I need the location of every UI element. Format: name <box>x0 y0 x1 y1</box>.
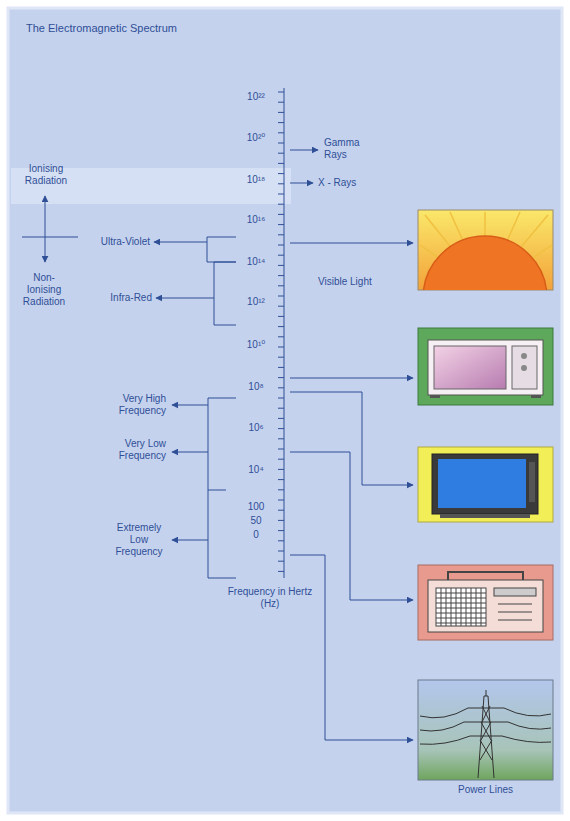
frequency-value: 10¹⁰ <box>238 339 274 351</box>
double-arrow <box>45 196 46 262</box>
region-label: Non-Ionising Radiation <box>18 272 70 308</box>
band-label: Ultra-Violet <box>80 236 150 248</box>
scale-ruler <box>284 88 285 578</box>
frequency-value: 10⁴ <box>238 464 274 476</box>
band-label: Visible Light <box>318 276 372 288</box>
leader-arrow <box>156 298 214 299</box>
frequency-value: 10⁶ <box>238 422 274 434</box>
frequency-value: 10²⁰ <box>238 132 274 144</box>
band-label: X - Rays <box>318 177 356 189</box>
frequency-value: 10¹⁶ <box>238 214 274 226</box>
frequency-value: 10⁸ <box>238 381 274 393</box>
band-label: Infra-Red <box>90 292 152 304</box>
picture-caption: Power Lines <box>418 784 553 796</box>
band-label: Very Low Frequency <box>100 438 166 462</box>
axis-caption: Frequency in Hertz (Hz) <box>226 586 314 610</box>
microwave-picture <box>418 328 553 405</box>
pylon-picture <box>418 680 553 780</box>
leader-arrow <box>290 452 413 600</box>
leader-arrow <box>172 405 208 406</box>
leader-arrow <box>290 243 413 244</box>
band-label: Extremely Low Frequency <box>110 522 168 558</box>
leader-arrow <box>290 392 413 485</box>
frequency-value: 0 <box>238 529 274 541</box>
band-label: Gamma Rays <box>324 137 370 161</box>
region-label: Ionising Radiation <box>15 163 77 187</box>
leader-arrow <box>290 555 413 740</box>
diagram-title: The Electromagnetic Spectrum <box>26 22 177 34</box>
frequency-value: 10¹⁸ <box>238 174 274 186</box>
background-panel <box>8 8 562 813</box>
leader-arrow <box>172 540 208 541</box>
picture-panel: Power Lines <box>418 680 553 796</box>
radio-picture <box>418 565 553 640</box>
leader-arrow <box>290 183 313 184</box>
bracket-tick <box>208 490 226 491</box>
scale-ticks <box>278 92 284 571</box>
frequency-value: 10¹⁴ <box>238 256 274 268</box>
divider-line <box>22 237 78 238</box>
leader-arrow <box>290 150 318 151</box>
frequency-value: 10²² <box>238 91 274 103</box>
frequency-value: 10¹² <box>238 296 274 308</box>
leader-arrow <box>154 242 207 243</box>
leader-arrow <box>172 452 208 453</box>
band-label: Very High Frequency <box>100 393 166 417</box>
tv-picture <box>418 447 553 522</box>
frequency-value: 100 <box>238 501 274 513</box>
frequency-value: 50 <box>238 515 274 527</box>
leader-arrow <box>290 378 413 379</box>
radio-bracket <box>208 398 236 578</box>
ir-bracket <box>214 262 236 325</box>
uv-bracket <box>207 237 236 262</box>
